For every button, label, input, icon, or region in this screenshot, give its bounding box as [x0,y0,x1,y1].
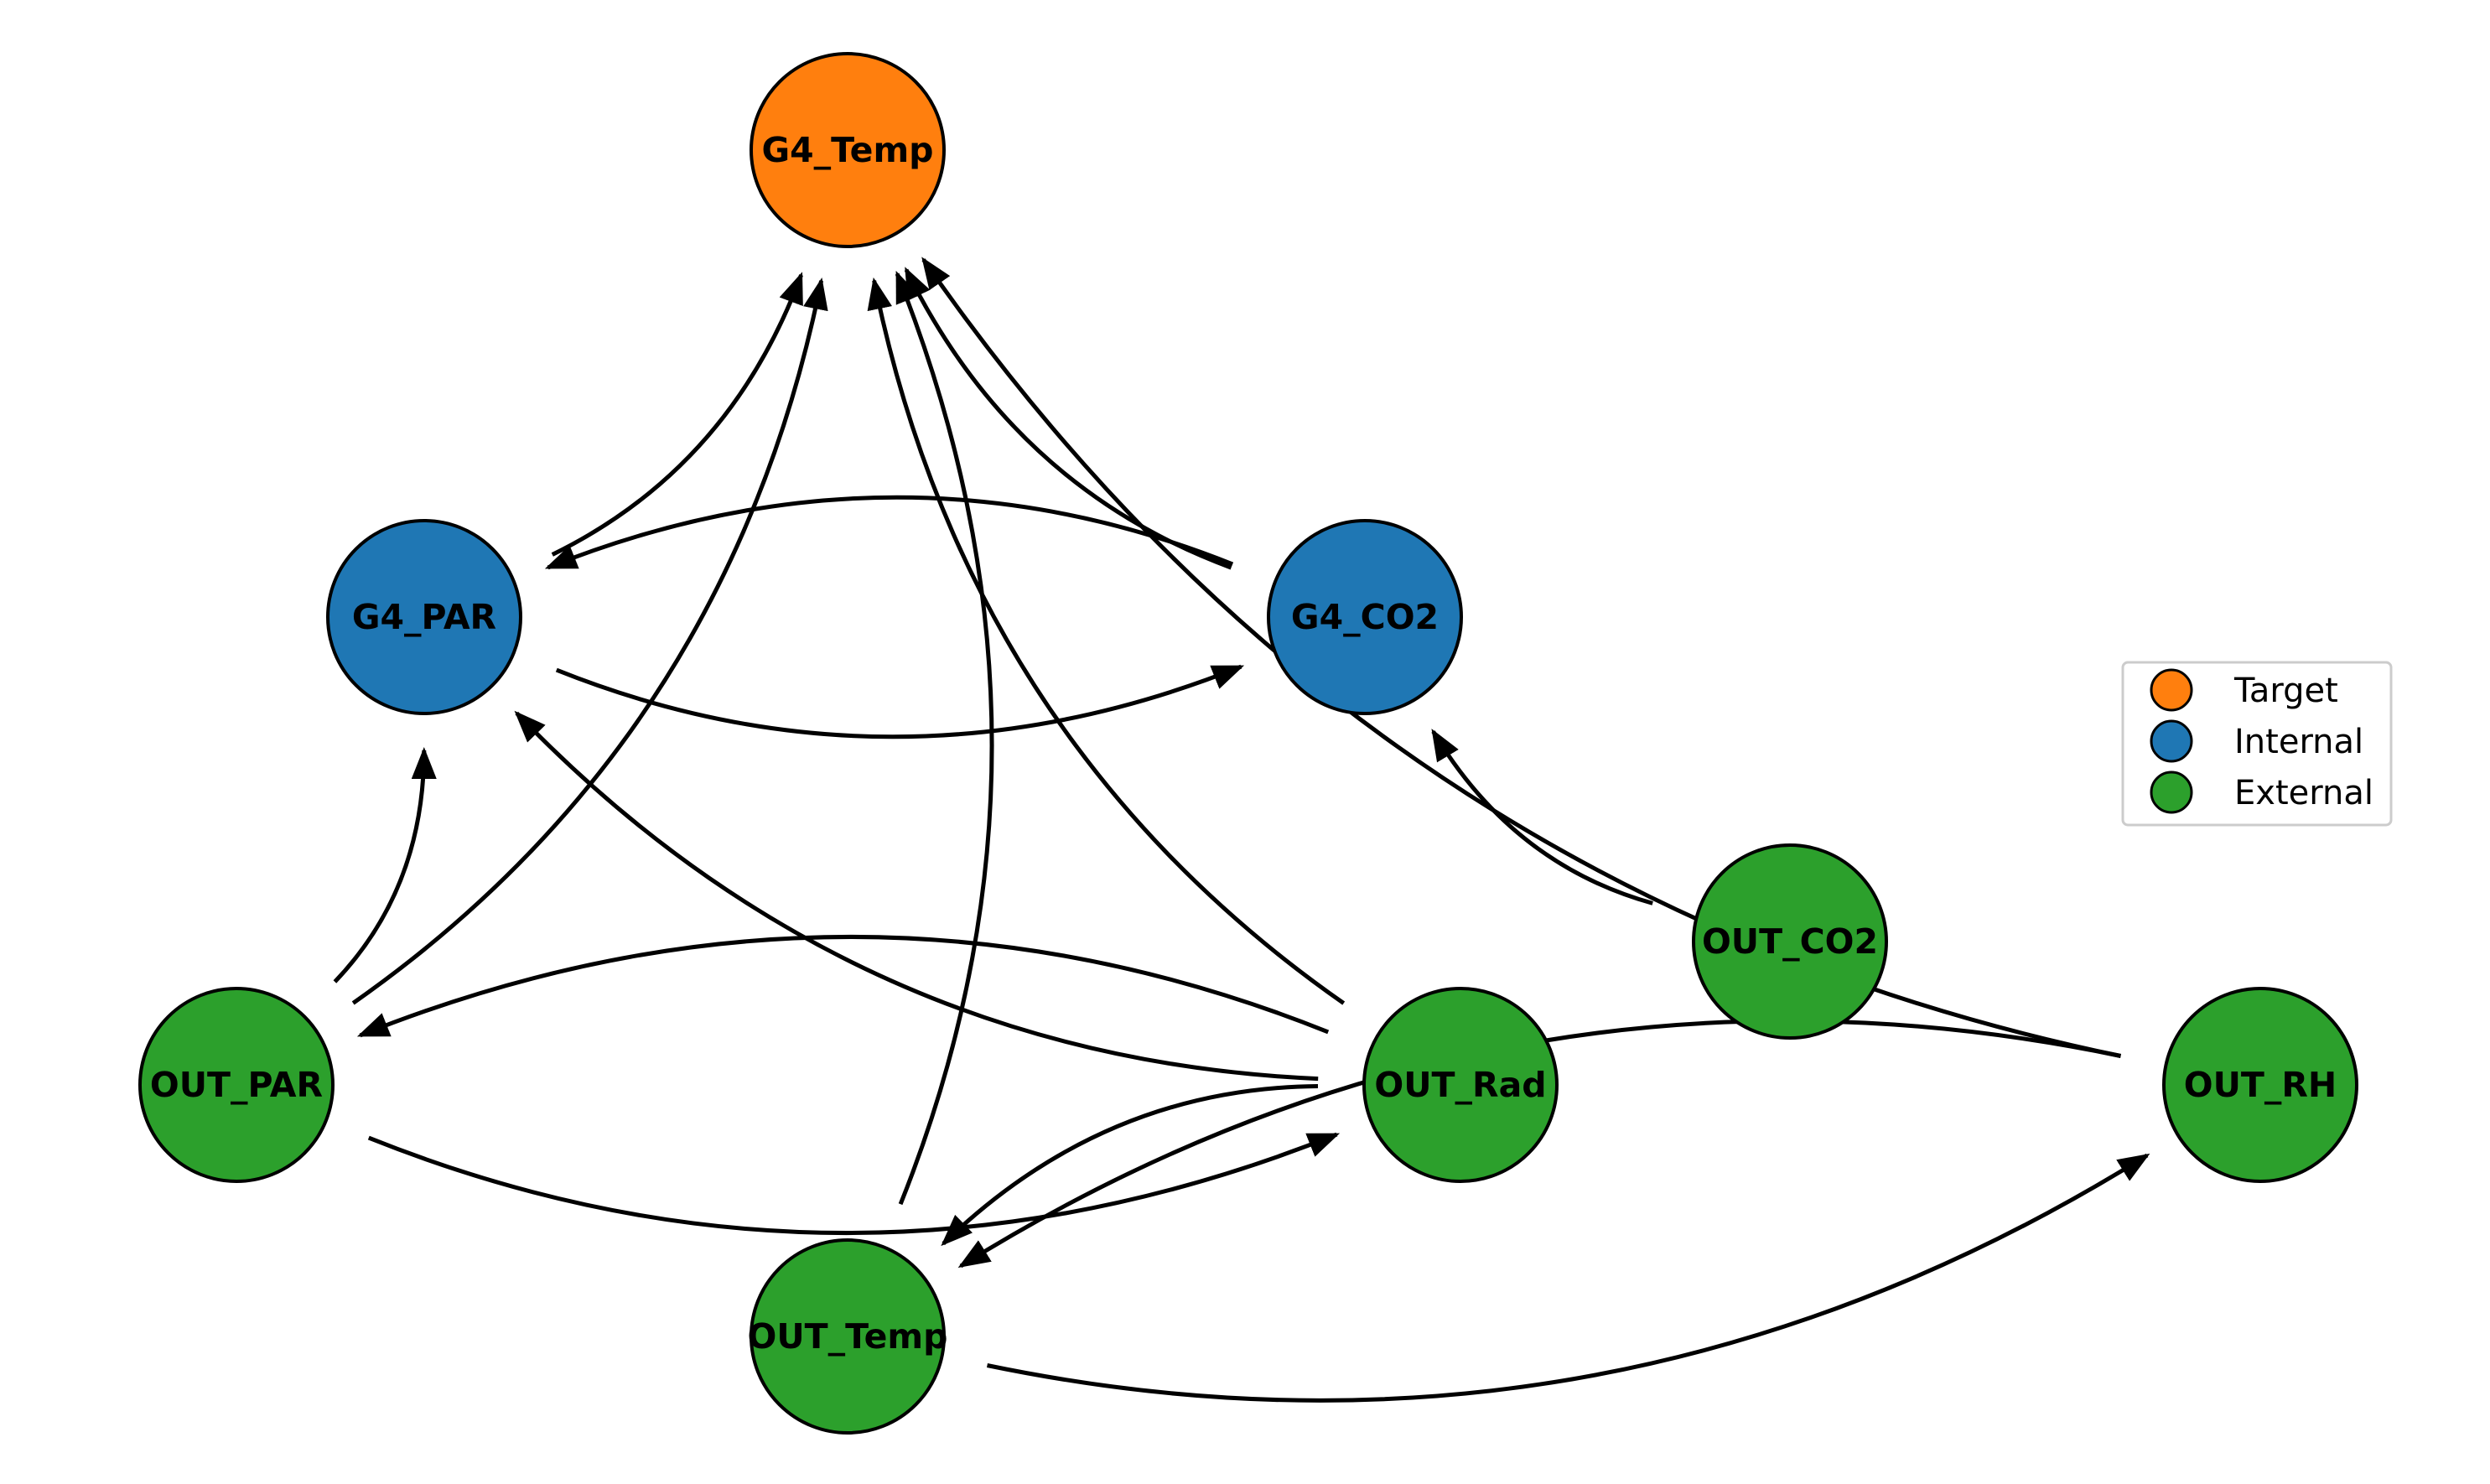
node-g4-co2: G4_CO2 [1267,519,1463,715]
node-label-g4-co2: G4_CO2 [1291,597,1439,637]
node-circle-g4-par [326,519,522,715]
node-label-g4-par: G4_PAR [352,597,496,637]
node-label-out-rad: OUT_Rad [1374,1065,1546,1105]
node-circle-out-rh [2162,987,2358,1183]
edge-out-rad-to-g4-temp [867,277,1346,1005]
legend-label-external: External [2234,774,2373,812]
node-circle-out-rad [1362,987,1559,1183]
node-circle-g4-temp [750,52,946,248]
legend-label-internal: Internal [2234,723,2363,761]
node-label-out-co2: OUT_CO2 [1702,921,1878,962]
edge-out-rh-to-g4-temp [921,257,2122,1058]
edge-g4-par-to-g4-temp [551,272,803,557]
edge-out-par-to-g4-par [333,747,437,983]
node-out-rh: OUT_RH [2162,987,2358,1183]
node-label-out-rh: OUT_RH [2184,1065,2337,1105]
node-out-rad: OUT_Rad [1362,987,1559,1183]
node-g4-temp: G4_Temp [750,52,946,248]
node-circle-out-temp [750,1238,946,1435]
edge-g4-co2-to-g4-temp [904,267,1232,570]
edges [333,257,2150,1403]
legend-label-target: Target [2233,672,2338,710]
node-out-temp: OUT_Temp [747,1238,948,1435]
edge-out-par-to-g4-temp [351,277,828,1005]
edge-out-rad-to-out-par [356,934,1330,1038]
node-circle-out-par [138,987,335,1183]
legend-swatch-internal [2150,719,2193,763]
edge-out-rad-to-g4-par [514,710,1319,1082]
node-label-out-temp: OUT_Temp [747,1316,947,1357]
edge-g4-par-to-g4-co2 [555,664,1245,739]
legend-swatch-external [2150,771,2193,814]
node-circle-out-co2 [1692,843,1888,1040]
node-out-co2: OUT_CO2 [1692,843,1888,1040]
node-circle-g4-co2 [1267,519,1463,715]
node-label-out-par: OUT_PAR [150,1065,323,1105]
legend-swatch-target [2150,668,2193,712]
node-out-par: OUT_PAR [138,987,335,1183]
node-g4-par: G4_PAR [326,519,522,715]
edge-out-temp-to-out-rh [986,1153,2150,1403]
node-label-g4-temp: G4_Temp [761,130,933,170]
edge-g4-co2-to-g4-par [544,495,1234,570]
edge-out-rad-to-out-temp [941,1084,1319,1247]
edge-out-par-to-out-rad [367,1132,1341,1236]
edge-out-temp-to-g4-temp [895,270,994,1206]
edge-out-co2-to-g4-co2 [1431,729,1653,905]
legend: Target Internal External [2121,661,2393,827]
